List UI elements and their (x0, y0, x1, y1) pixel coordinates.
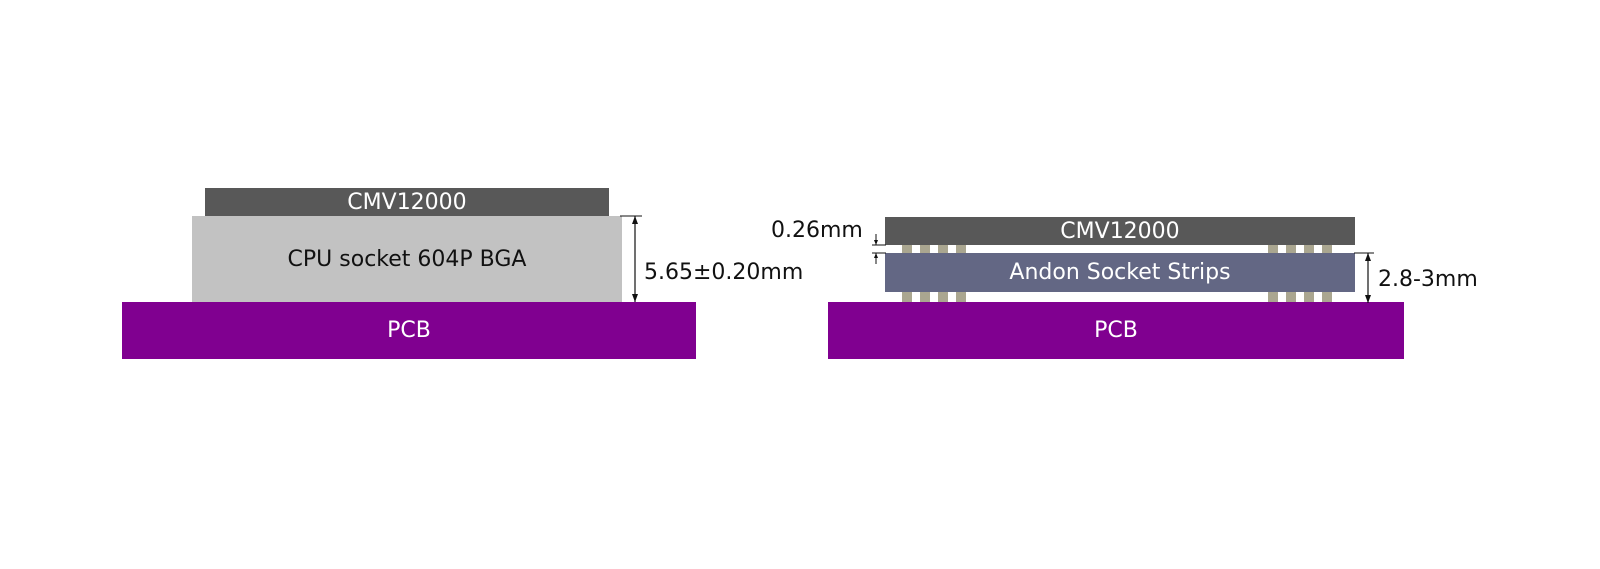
left-pcb: PCB (122, 302, 696, 359)
left-chip-cmv12000: CMV12000 (205, 188, 609, 216)
left-bga-socket: CPU socket 604P BGA (192, 216, 622, 302)
right-andon-socket-strips: Andon Socket Strips (885, 253, 1355, 292)
right-chip-cmv12000: CMV12000 (885, 217, 1355, 245)
left-height-dimension-label: 5.65±0.20mm (644, 260, 804, 285)
right-socket-strips-label: Andon Socket Strips (1009, 260, 1231, 285)
left-pcb-label: PCB (387, 318, 431, 343)
right-height-dimension-arrow (1354, 252, 1374, 303)
right-pcb-label: PCB (1094, 318, 1138, 343)
right-gap-dimension-label: 0.26mm (771, 218, 863, 243)
left-chip-label: CMV12000 (347, 189, 467, 215)
left-height-dimension-arrow (620, 215, 642, 302)
right-height-dimension-label: 2.8-3mm (1378, 267, 1478, 292)
right-gap-dimension-arrows (872, 234, 886, 264)
left-bga-socket-label: CPU socket 604P BGA (287, 246, 527, 272)
right-pcb: PCB (828, 302, 1404, 359)
right-chip-label: CMV12000 (1060, 218, 1180, 244)
